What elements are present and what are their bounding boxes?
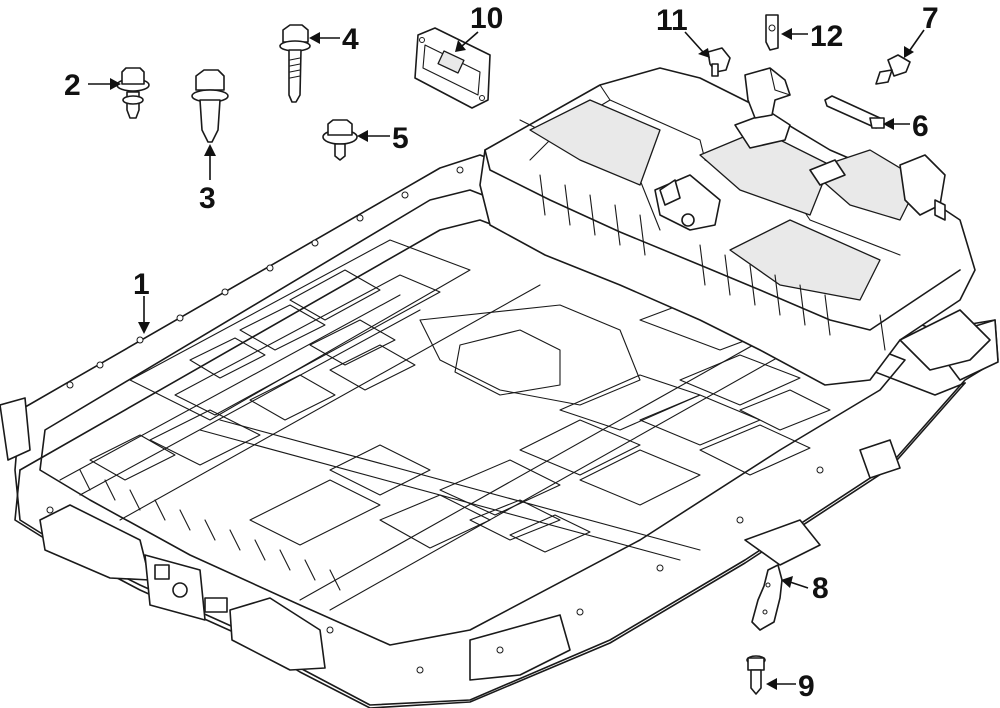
- part-5-bolt: [322, 119, 358, 161]
- callout-10: 10: [470, 2, 503, 35]
- battery-module-housing: [479, 67, 991, 386]
- callout-labels: 1 2 3 4 5 6 7 8 9 10 11 12: [64, 2, 939, 703]
- callout-5: 5: [392, 122, 409, 155]
- callout-2: 2: [64, 69, 81, 102]
- bracket-on-housing: [744, 67, 791, 119]
- callout-12: 12: [810, 20, 843, 53]
- part-9-bolt: [746, 655, 766, 695]
- callout-9: 9: [798, 670, 815, 703]
- part-7-stud: [875, 54, 911, 85]
- part-10-module: [414, 27, 491, 109]
- callout-8: 8: [812, 572, 829, 605]
- callout-4: 4: [342, 23, 359, 56]
- part-4-bolt: [279, 24, 311, 103]
- part-6-strap: [824, 95, 885, 129]
- part-2-bolt: [116, 67, 150, 119]
- part-12-bracket: [765, 14, 779, 51]
- callout-7: 7: [922, 2, 939, 35]
- part-11-clip: [707, 47, 731, 77]
- leader-arrows: [88, 28, 925, 690]
- part-8-bracket: [751, 564, 783, 631]
- callout-1: 1: [133, 268, 150, 301]
- callout-6: 6: [912, 110, 929, 143]
- callout-3: 3: [199, 182, 216, 215]
- callout-11: 11: [656, 4, 688, 37]
- part-3-bolt: [191, 69, 229, 143]
